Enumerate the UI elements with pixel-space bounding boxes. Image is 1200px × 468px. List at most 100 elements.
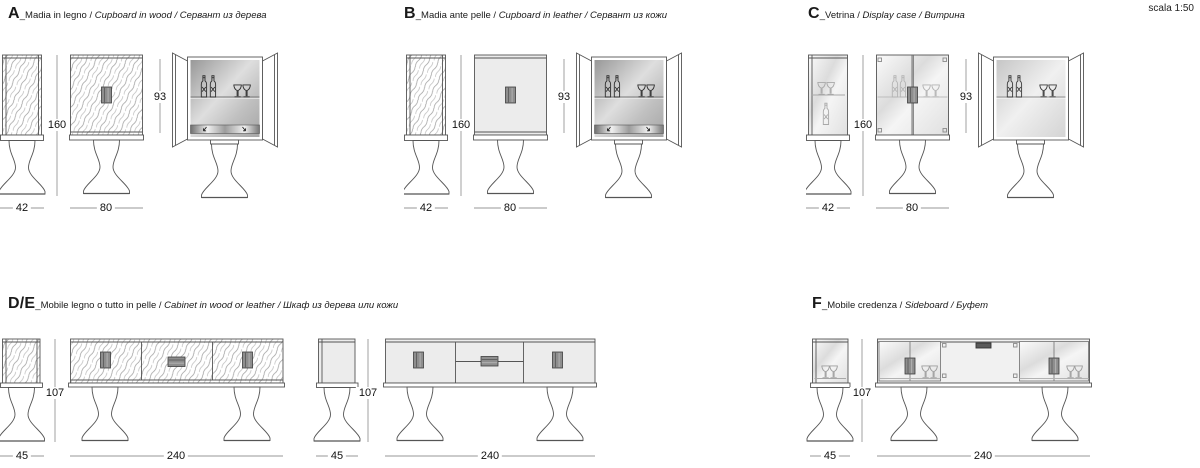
drawer-handle-icon — [975, 342, 992, 349]
hinge-mark — [942, 343, 947, 348]
c-front-view — [875, 54, 950, 195]
pedestal-base — [806, 139, 852, 195]
dim-c-inner-height: 93 — [956, 91, 976, 103]
b-side-view — [404, 54, 450, 195]
pedestal-base — [888, 139, 937, 195]
section-f-title-english: Sideboard — [904, 300, 949, 311]
section-b-title-russian: / Сервант из кожи — [582, 10, 668, 21]
dim-c-height: 160 — [850, 119, 876, 131]
section-b-letter: B — [404, 5, 416, 22]
section-c-title-russian: / Витрина — [916, 10, 965, 21]
section-b-title-italian: _Madia ante pelle / — [415, 10, 499, 21]
dim-f-width: 240 — [970, 450, 996, 462]
interior-light-strip — [594, 124, 664, 134]
dim-e-height: 107 — [355, 387, 381, 399]
door-handle-icon — [1048, 357, 1060, 375]
pedestal-base — [890, 386, 938, 442]
dim-c-width: 80 — [902, 202, 922, 214]
dim-b-inner-height: 93 — [554, 91, 574, 103]
section-de-title-english: Cabinet in wood or leather — [164, 300, 276, 311]
b-open-view — [576, 52, 682, 199]
section-b-title: B_Madia ante pelle / Cupboard in leather… — [404, 5, 667, 23]
section-c-title: C_Vetrina / Display case / Витрина — [808, 5, 965, 23]
section-f-letter: F — [812, 295, 822, 312]
drawer-handle-icon — [167, 356, 186, 367]
pedestal-base — [0, 139, 46, 195]
section-f-drawing — [806, 338, 1092, 457]
d-side-view — [0, 338, 46, 442]
dim-b-depth: 42 — [416, 202, 436, 214]
dim-f-depth: 45 — [820, 450, 840, 462]
dim-a-depth: 42 — [12, 202, 32, 214]
dim-d-width: 240 — [163, 450, 189, 462]
section-a-title-english: Cupboard in wood — [94, 10, 172, 21]
pedestal-base — [396, 386, 444, 442]
section-a-title-italian: _Madia in legno / — [19, 10, 95, 21]
hinge-mark — [877, 57, 882, 62]
section-de-title: D/E_Mobile legno o tutto in pelle / Cabi… — [8, 295, 398, 313]
pedestal-base — [200, 143, 249, 199]
section-a-drawings: 42 80 160 93 — [0, 45, 295, 230]
door-handle-icon — [904, 357, 916, 375]
dim-d-depth: 45 — [12, 450, 32, 462]
dim-e-width: 240 — [477, 450, 503, 462]
e-side-view — [313, 338, 361, 442]
section-de-letter: D/E — [8, 295, 36, 312]
hinge-mark — [942, 57, 947, 62]
hinge-mark — [1013, 343, 1018, 348]
section-c-title-italian: _Vetrina / — [819, 10, 863, 21]
dim-d-height: 107 — [42, 387, 68, 399]
pedestal-base — [404, 139, 450, 195]
dim-a-inner-height: 93 — [150, 91, 170, 103]
pedestal-base — [1031, 386, 1079, 442]
pedestal-base — [806, 386, 854, 442]
section-c-drawings: 42 80 160 93 — [806, 45, 1101, 230]
pedestal-base — [0, 386, 46, 442]
a-side-view — [0, 54, 46, 195]
section-a-drawing — [0, 52, 278, 209]
section-f-title-italian: _Mobile credenza / — [821, 300, 905, 311]
e-front-view — [383, 338, 597, 442]
section-b-title-english: Cupboard in leather — [498, 10, 583, 21]
section-a-title: A_Madia in legno / Cupboard in wood / Се… — [8, 5, 267, 23]
a-front-view — [69, 54, 144, 195]
interior-light-strip — [190, 124, 260, 134]
door-handle-icon — [100, 351, 111, 369]
pedestal-base — [486, 139, 535, 195]
section-a-title-russian: / Сервант из дерева — [171, 10, 267, 21]
hinge-mark — [942, 373, 947, 378]
dim-c-depth: 42 — [818, 202, 838, 214]
section-c-title-english: Display case — [862, 10, 917, 21]
a-open-view — [172, 52, 278, 199]
door-handle-icon — [242, 351, 253, 369]
hinge-mark — [877, 128, 882, 133]
d-front-view — [68, 338, 285, 442]
hinge-mark — [1013, 373, 1018, 378]
f-front-view — [875, 338, 1092, 442]
pedestal-base — [82, 139, 131, 195]
pedestal-base — [604, 143, 653, 199]
pedestal-base — [536, 386, 584, 442]
hinge-mark — [942, 128, 947, 133]
section-c-drawing — [806, 52, 1084, 209]
section-a-letter: A — [8, 5, 20, 22]
pedestal-base — [81, 386, 129, 442]
section-b-drawings: 42 80 160 93 — [404, 45, 699, 230]
b-front-view — [473, 54, 548, 195]
section-de-title-russian: / Шкаф из дерева или кожи — [275, 300, 399, 311]
f-side-view — [806, 338, 854, 442]
door-handle-icon — [552, 351, 563, 369]
dim-e-depth: 45 — [327, 450, 347, 462]
drawer-handle-icon — [480, 356, 499, 367]
pedestal-base — [313, 386, 361, 442]
dim-b-height: 160 — [448, 119, 474, 131]
door-handle-icon — [413, 351, 424, 369]
dim-a-height: 160 — [44, 119, 70, 131]
dim-b-width: 80 — [500, 202, 520, 214]
door-handle-icon — [907, 86, 918, 104]
section-f-title: F_Mobile credenza / Sideboard / Буфет — [812, 295, 988, 313]
pedestal-base — [223, 386, 271, 442]
dim-a-width: 80 — [96, 202, 116, 214]
c-side-view — [806, 54, 852, 195]
